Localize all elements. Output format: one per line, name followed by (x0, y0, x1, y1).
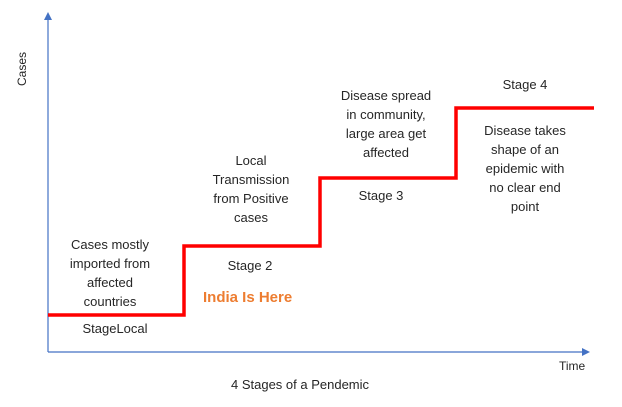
stage-3-description: Disease spread in community, large area … (340, 88, 432, 160)
y-axis-label: Cases (15, 51, 29, 86)
stage-1-label: StageLocal (82, 321, 148, 336)
stage-4-label: Stage 4 (502, 77, 548, 92)
stage-3-label: Stage 3 (358, 188, 404, 203)
stage-2-label: Stage 2 (227, 258, 273, 273)
x-axis-label: Time (559, 359, 586, 373)
stage-step-line (48, 106, 594, 317)
diagram-caption: 4 Stages of a Pendemic (230, 377, 370, 392)
stage-4-description: Disease takes shape of an epidemic with … (484, 123, 566, 214)
stage-2-description: Local Transmission from Positive cases (212, 153, 290, 225)
india-is-here-label: India Is Here (203, 289, 293, 306)
stage-1-description: Cases mostly imported from affected coun… (69, 237, 151, 309)
